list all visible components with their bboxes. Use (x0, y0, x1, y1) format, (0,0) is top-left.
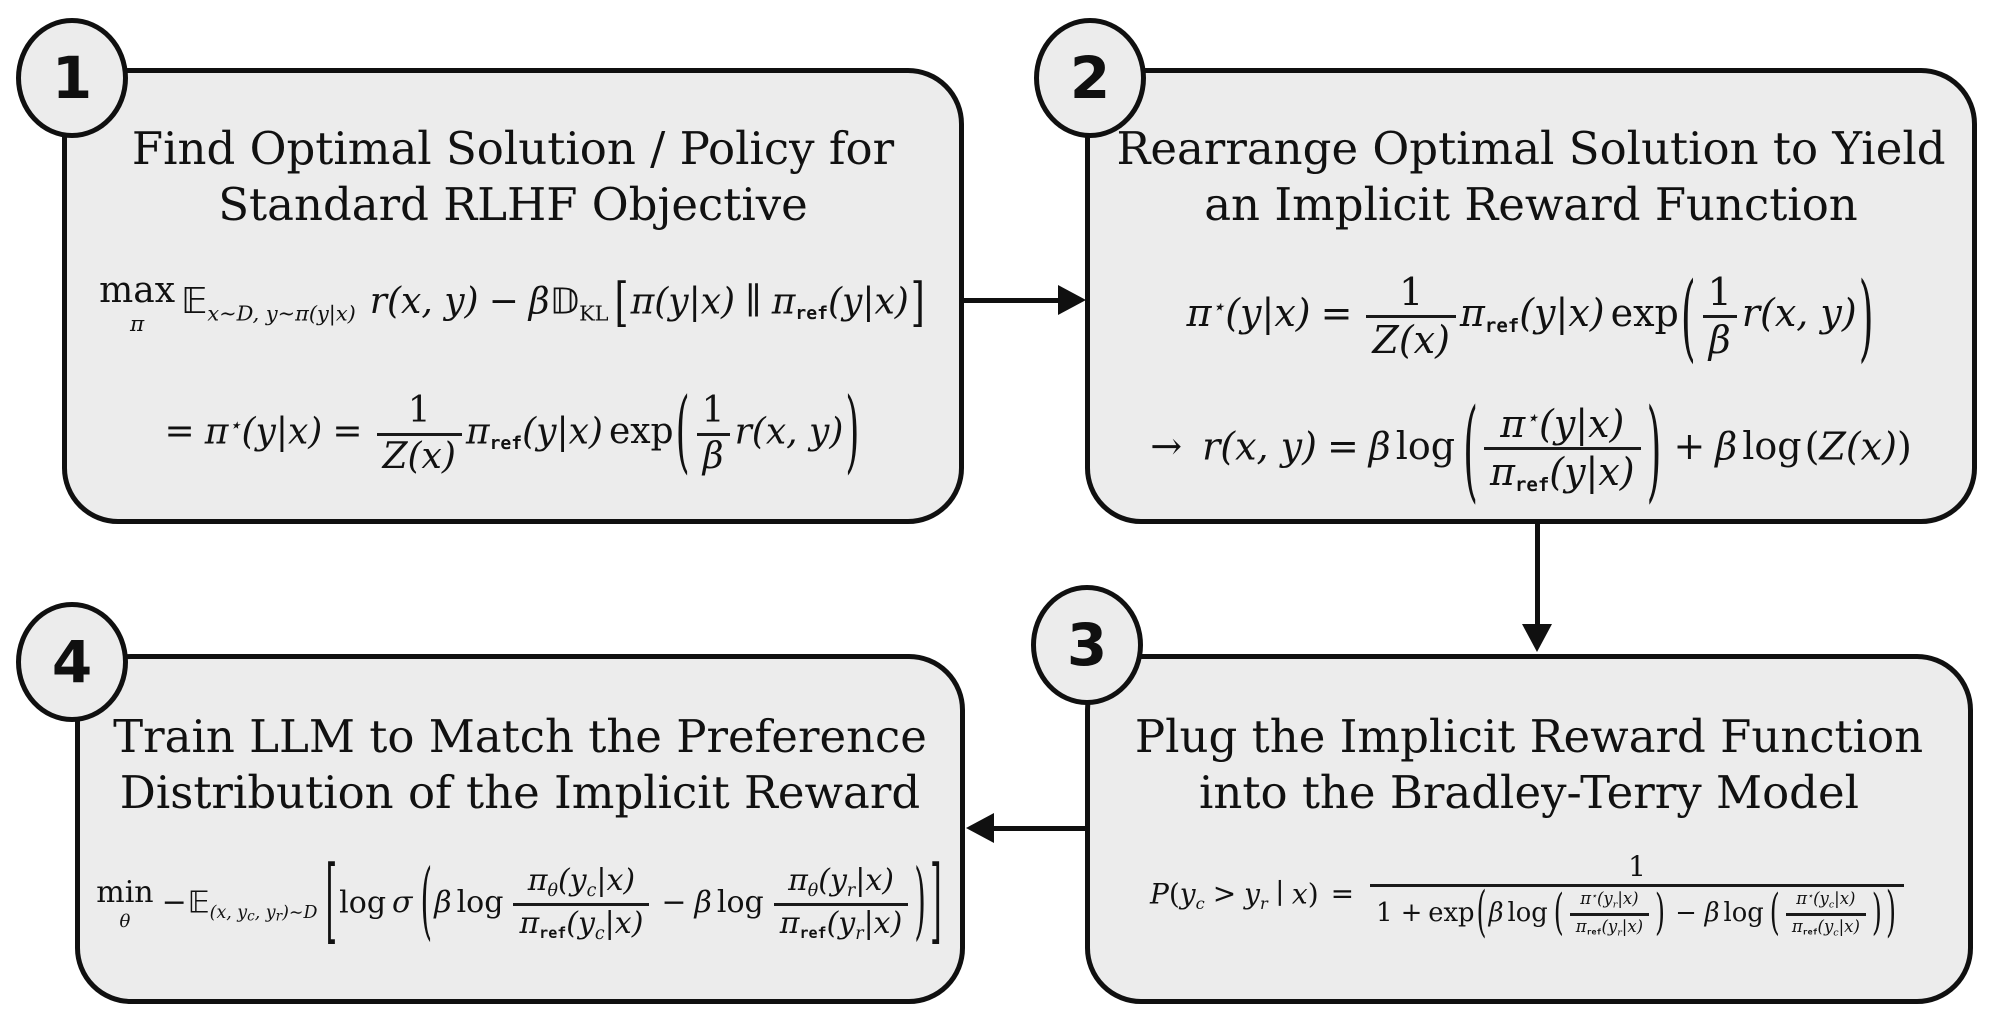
box3-title-line1: Plug the Implicit Reward Function (1134, 710, 1924, 763)
step-box-2: Rearrange Optimal Solution to Yield an I… (1085, 68, 1977, 524)
box4-title: Train LLM to Match the Preference Distri… (92, 709, 948, 821)
box1-title-line1: Find Optimal Solution / Policy for (131, 122, 895, 175)
step-badge-2: 2 (1034, 18, 1146, 138)
step-number: 4 (51, 628, 93, 696)
step-badge-3: 3 (1031, 585, 1143, 705)
box4-title-line2: Distribution of the Implicit Reward (119, 765, 921, 819)
box1-title-line2: Standard RLHF Objective (218, 177, 808, 231)
box1-title: Find Optimal Solution / Policy for Stand… (79, 121, 947, 233)
box4-title-line1: Train LLM to Match the Preference (113, 710, 927, 763)
step-box-1: Find Optimal Solution / Policy for Stand… (62, 68, 964, 524)
box3-title: Plug the Implicit Reward Function into t… (1102, 709, 1956, 821)
step-badge-1: 1 (16, 18, 128, 138)
arrow-1-to-2-head (1058, 285, 1086, 315)
step-box-4: Train LLM to Match the Preference Distri… (75, 654, 965, 1004)
step-number: 2 (1069, 44, 1111, 112)
arrow-3-to-4-head (966, 813, 994, 843)
step-box-3: Plug the Implicit Reward Function into t… (1085, 654, 1973, 1004)
box2-title-line1: Rearrange Optimal Solution to Yield (1116, 122, 1946, 175)
box2-title: Rearrange Optimal Solution to Yield an I… (1102, 121, 1960, 233)
step-number: 3 (1066, 611, 1108, 679)
step-badge-4: 4 (16, 602, 128, 722)
arrow-2-to-3-line (1535, 524, 1540, 628)
arrow-1-to-2-line (962, 298, 1062, 303)
arrow-2-to-3-head (1522, 624, 1552, 652)
arrow-3-to-4-line (990, 826, 1086, 831)
step-number: 1 (51, 44, 93, 112)
box2-title-line2: an Implicit Reward Function (1204, 177, 1858, 231)
box3-title-line2: into the Bradley-Terry Model (1198, 765, 1859, 819)
